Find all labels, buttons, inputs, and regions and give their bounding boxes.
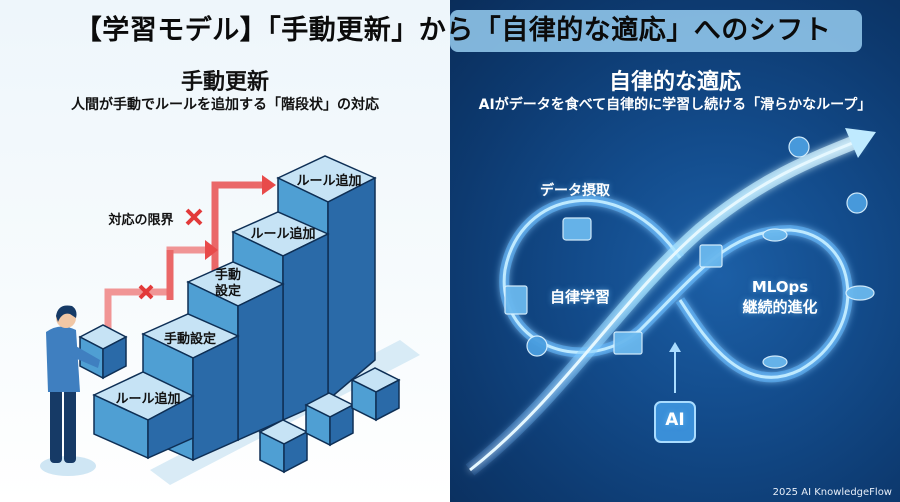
data-intake-label: データ摂取 [540,183,610,199]
document-chart-icon [504,285,528,315]
step-label-5: ルール追加 [296,174,362,189]
coin-icon [788,136,810,158]
footer-credit: 2025 AI KnowledgeFlow [772,487,892,498]
bar-chart-icon [613,331,643,355]
autonomous-heading: 自律的な適応 [608,70,741,95]
manual-update-heading: 手動更新 [180,70,269,95]
bar-chart-icon [699,244,723,268]
coin-icon [526,335,548,357]
line-chart-icon [562,217,592,241]
autonomous-subheading: AIがデータを食べて自律的に学習し続ける「滑らかなループ」 [478,97,872,113]
database-icon [762,228,788,242]
database-icon [845,285,875,301]
coin-icon [846,192,868,214]
staircase-illustration [40,155,420,485]
growth-arrow-icon [845,128,876,158]
title-banner [450,10,862,52]
manual-update-subheading: 人間が手動でルールを追加する「階段状」の対応 [71,97,379,113]
step-label-3: 手動 設定 [214,268,241,299]
limit-label: 対応の限界 [108,213,174,228]
ai-chip-label: AI [665,410,685,430]
cross-mark-icon [138,208,203,300]
database-icon [762,355,788,369]
step-label-4: ルール追加 [250,227,316,242]
self-learning-label: 自律学習 [549,288,610,306]
red-step-arrow-icon [104,181,262,340]
person-icon [40,305,100,476]
ai-chip-icon [654,342,696,443]
step-label-2: 手動設定 [163,332,216,347]
continuous-evolution-label: 継続的進化 [742,298,818,316]
mlops-label: MLOps [751,278,809,296]
step-label-1: ルール追加 [115,392,181,407]
page-title: 【学習モデル】「手動更新」から「自律的な適応」へのシフト [74,15,832,46]
